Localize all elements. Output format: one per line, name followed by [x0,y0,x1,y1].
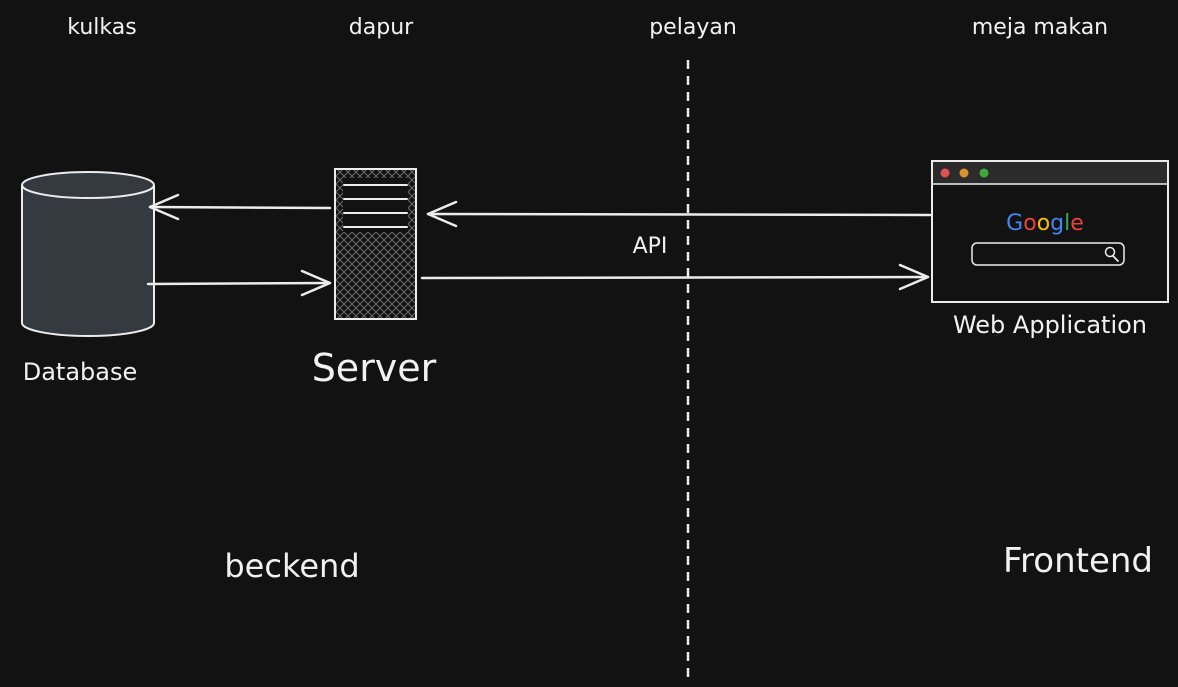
server-label: Server [312,346,437,390]
server-icon [334,168,417,320]
browser-window: Google [931,160,1169,303]
google-logo-letter: o [1023,211,1036,236]
google-logo-letter: e [1070,211,1084,236]
api-label-background [618,230,682,260]
arrow-webapp-to-server [426,200,932,228]
api-label: API [633,234,668,259]
google-logo: Google [1006,211,1084,236]
google-logo-letter: G [1006,211,1023,236]
close-dot-icon [940,168,950,178]
maximize-dot-icon [979,168,989,178]
arrow-database-to-server [146,269,332,297]
column-label-kulkas: kulkas [67,15,136,40]
arrow-server-to-database [148,193,332,221]
magnifier-icon [1104,246,1119,262]
section-label-frontend: Frontend [1003,541,1153,581]
column-label-meja-makan: meja makan [972,15,1108,40]
section-label-beckend: beckend [224,547,359,585]
search-box[interactable] [971,242,1125,266]
minimize-dot-icon [959,168,969,178]
web-application-label: Web Application [953,311,1147,339]
google-logo-letter: l [1064,211,1070,236]
browser-title-bar [933,162,1167,184]
database-label: Database [23,358,138,386]
google-logo-letter: g [1050,211,1064,236]
database-icon [21,171,155,337]
column-label-dapur: dapur [349,15,414,40]
google-logo-letter: o [1037,211,1050,236]
arrow-server-to-webapp [420,263,930,291]
column-label-pelayan: pelayan [649,15,737,40]
